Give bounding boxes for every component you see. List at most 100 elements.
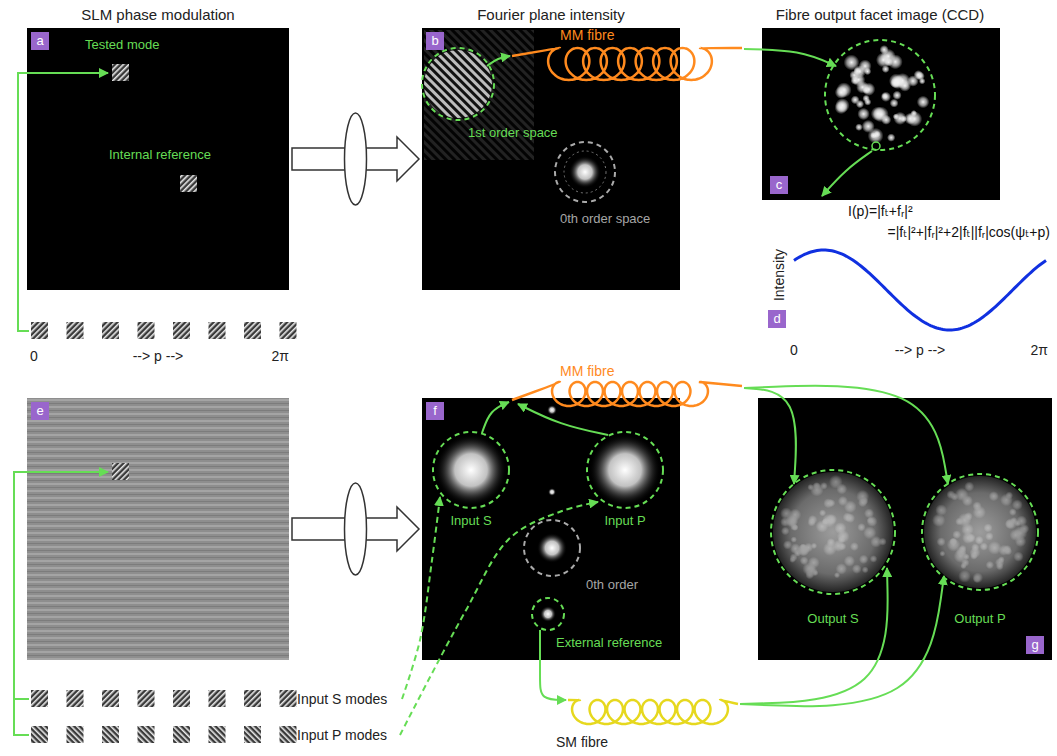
order-region bbox=[422, 48, 494, 120]
input-region bbox=[587, 432, 663, 508]
speckle bbox=[893, 112, 906, 125]
intensity-curve bbox=[794, 250, 1046, 330]
fibre-coil bbox=[512, 48, 742, 80]
speckle bbox=[958, 570, 971, 583]
speckle bbox=[917, 96, 930, 109]
speckle bbox=[889, 73, 904, 88]
phase-mode bbox=[173, 322, 190, 339]
input-beam bbox=[589, 434, 661, 506]
speckle bbox=[819, 509, 826, 516]
mode-label: Tested mode bbox=[85, 38, 159, 53]
formula: I(p)=|fₜ+fᵣ|² bbox=[848, 203, 913, 219]
speckle bbox=[964, 512, 973, 521]
phase-mode bbox=[209, 726, 226, 743]
beam-label: Input S bbox=[450, 514, 491, 529]
speckle bbox=[851, 95, 860, 104]
speckle bbox=[967, 533, 976, 542]
speckle bbox=[827, 499, 835, 507]
speckle bbox=[891, 76, 905, 90]
axis-tick: 0 bbox=[30, 348, 38, 364]
phase-mode bbox=[209, 690, 226, 707]
speckle bbox=[986, 561, 994, 569]
speckle bbox=[881, 92, 891, 102]
speckle bbox=[870, 555, 878, 563]
coupling-arrow bbox=[482, 402, 509, 433]
speckle bbox=[996, 562, 1004, 570]
speckle bbox=[786, 514, 799, 527]
output-field bbox=[924, 476, 1036, 588]
speckle bbox=[789, 557, 795, 563]
fibre-label: SM fibre bbox=[556, 734, 608, 750]
axis-title: Intensity bbox=[771, 249, 787, 301]
speckle bbox=[837, 530, 850, 543]
speckle bbox=[983, 523, 992, 532]
mode-pointer bbox=[14, 699, 29, 735]
phase-mode bbox=[138, 322, 155, 339]
speckle-pattern bbox=[835, 45, 930, 144]
speckle bbox=[843, 512, 853, 522]
speckle bbox=[862, 120, 875, 133]
speckle-pattern bbox=[780, 475, 887, 580]
reference-arrow bbox=[540, 630, 566, 700]
intensity-plot: dI(p)=|fₜ+fᵣ|²=|fₜ|²+|fᵣ|²+2|fₜ||fᵣ|cos(… bbox=[762, 200, 1052, 362]
phase-mode bbox=[244, 690, 261, 707]
speckle bbox=[888, 54, 903, 69]
phase-mode bbox=[31, 726, 48, 743]
phase-mode bbox=[112, 463, 129, 480]
speckle bbox=[859, 60, 872, 73]
speckle bbox=[857, 108, 869, 120]
zero-order-spot bbox=[569, 156, 601, 188]
speckle bbox=[947, 538, 961, 552]
phase-stripes bbox=[27, 398, 289, 660]
output-label: Output P bbox=[954, 612, 1005, 627]
phase-mode bbox=[102, 690, 119, 707]
speckle bbox=[980, 542, 988, 550]
phase-mode bbox=[280, 690, 297, 707]
speckle bbox=[890, 99, 899, 108]
coupling-arrow bbox=[740, 576, 944, 706]
zero-order-ring bbox=[564, 151, 606, 193]
mode-label: Internal reference bbox=[109, 148, 211, 163]
speckle bbox=[836, 82, 851, 97]
phase-mode bbox=[102, 322, 119, 339]
output-label: Output S bbox=[807, 612, 858, 627]
probe-pixel bbox=[872, 142, 880, 150]
phase-mode bbox=[244, 322, 261, 339]
phase-mode bbox=[180, 175, 197, 192]
mode-row-label: Input S modes bbox=[297, 691, 387, 707]
speckle bbox=[864, 98, 871, 105]
panel-tag: a bbox=[31, 32, 49, 50]
speckle bbox=[1014, 526, 1028, 540]
axis-tick: 2π bbox=[272, 348, 289, 364]
speckle bbox=[955, 488, 968, 501]
speckle bbox=[972, 501, 981, 510]
phase-mode bbox=[67, 726, 84, 743]
speckle bbox=[859, 555, 869, 565]
speckle bbox=[879, 45, 888, 54]
fibre-coil bbox=[568, 700, 738, 724]
fibre-core bbox=[825, 40, 935, 150]
speckle bbox=[838, 536, 846, 544]
speckle bbox=[829, 475, 843, 489]
speckle bbox=[989, 491, 999, 501]
speckle bbox=[1012, 499, 1023, 510]
input-region bbox=[433, 432, 509, 508]
reference-spot bbox=[540, 606, 556, 622]
formula: =|fₜ|²+|fᵣ|²+2|fₜ||fᵣ|cos(ψₜ+p) bbox=[888, 224, 1050, 240]
order-region bbox=[555, 142, 615, 202]
panel-tag: b bbox=[426, 32, 444, 50]
coupling-arrow bbox=[518, 404, 608, 435]
order-region bbox=[524, 520, 580, 576]
speckle bbox=[838, 496, 848, 506]
speckle bbox=[862, 83, 875, 96]
speckle bbox=[874, 131, 881, 138]
phase-mode bbox=[173, 690, 190, 707]
zero-order-spot bbox=[537, 533, 567, 563]
fibre-label: MM fibre bbox=[560, 363, 614, 379]
input-beam bbox=[435, 434, 507, 506]
coupling-arrow bbox=[487, 56, 510, 66]
speckle bbox=[950, 538, 958, 546]
phase-mode bbox=[280, 726, 297, 743]
